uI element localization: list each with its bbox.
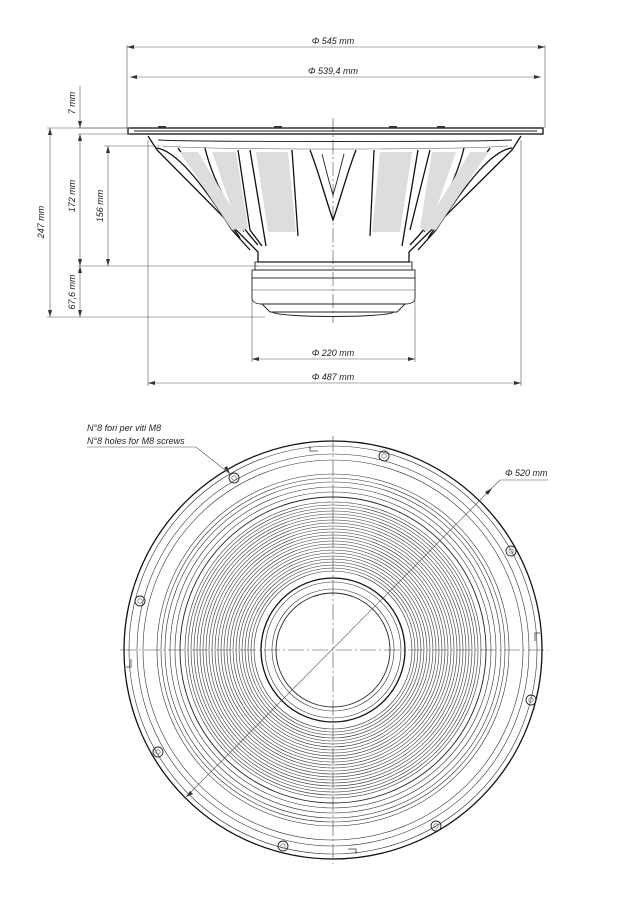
dim-overall-diameter: Φ 545 mm [126, 36, 546, 128]
mounting-hole [378, 450, 390, 462]
dim-total-depth: 247 mm [36, 127, 265, 318]
flange [127, 127, 544, 135]
basket-outline [147, 135, 522, 263]
magnet-assembly [251, 261, 416, 317]
mounting-hole [525, 694, 537, 706]
dim-cone-depth: 156 mm [78, 145, 258, 267]
basket-window-shading [180, 152, 488, 232]
holes-note: N°8 fori per viti M8 N°8 holes for M8 sc… [87, 423, 231, 475]
dim-flange-diameter: Φ 539,4 mm [130, 66, 541, 79]
holes-note-italian: N°8 fori per viti M8 [87, 423, 161, 433]
dim-magnet-depth: 67,6 mm [67, 266, 82, 317]
dim-magnet-diameter-label: Φ 220 mm [312, 348, 355, 358]
mounting-hole [228, 472, 240, 484]
dim-cone-depth-label: 156 mm [95, 189, 105, 222]
dim-overall-diameter-label: Φ 545 mm [312, 36, 355, 46]
dim-magnet-diameter: Φ 220 mm [251, 300, 416, 362]
dim-bolt-circle-label: Φ 520 mm [505, 468, 548, 478]
dim-basket-depth: 172 mm [67, 134, 82, 266]
dim-total-depth-label: 247 mm [36, 205, 46, 239]
side-view: Φ 545 mm Φ 539,4 mm [36, 36, 546, 386]
mounting-hole [277, 840, 289, 852]
mounting-hole [134, 595, 146, 607]
mounting-hole [152, 746, 164, 758]
holes-note-english: N°8 holes for M8 screws [87, 436, 185, 446]
basket-spokes [155, 147, 513, 251]
mounting-holes [134, 450, 537, 852]
mounting-hole [430, 820, 442, 832]
dim-flange-thickness-label: 7 mm [67, 91, 77, 114]
dim-cutout-diameter-label: Φ 487 mm [312, 372, 355, 382]
dim-basket-depth-label: 172 mm [67, 179, 77, 212]
dim-cutout-diameter: Φ 487 mm [147, 140, 522, 386]
mounting-hole [505, 545, 517, 557]
dim-bolt-circle: Φ 520 mm [185, 468, 548, 798]
dim-flange-thickness: 7 mm [67, 86, 130, 135]
flange-notches [126, 446, 540, 854]
dim-magnet-depth-label: 67,6 mm [67, 274, 77, 310]
dim-flange-diameter-label: Φ 539,4 mm [308, 66, 359, 76]
front-view: Φ 520 mm N°8 fori per viti M8 N°8 holes … [87, 423, 548, 864]
